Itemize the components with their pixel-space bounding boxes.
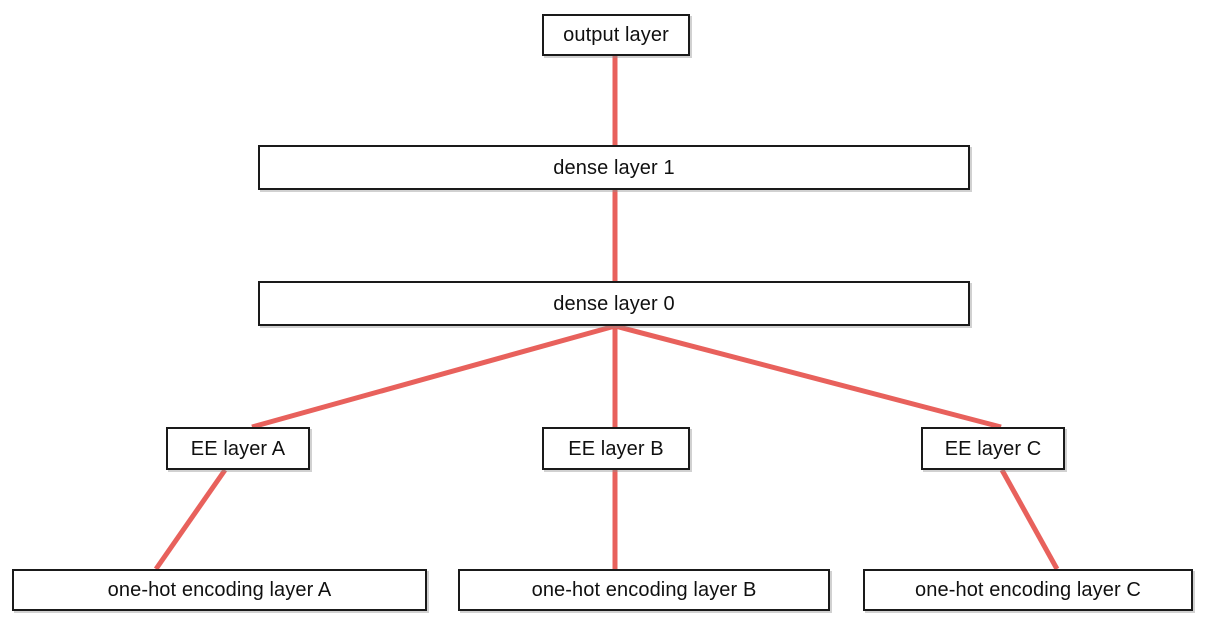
node-ee_a[interactable]: EE layer A [166, 427, 310, 470]
node-onehot_a[interactable]: one-hot encoding layer A [12, 569, 427, 611]
node-ee_c[interactable]: EE layer C [921, 427, 1065, 470]
node-label-onehot_c: one-hot encoding layer C [915, 579, 1141, 601]
node-onehot_b[interactable]: one-hot encoding layer B [458, 569, 830, 611]
node-dense1[interactable]: dense layer 1 [258, 145, 970, 190]
node-onehot_c[interactable]: one-hot encoding layer C [863, 569, 1193, 611]
node-ee_b[interactable]: EE layer B [542, 427, 690, 470]
edge-ee_c-dense0 [614, 323, 1002, 430]
node-label-ee_a: EE layer A [190, 437, 286, 460]
edge-onehot_a-ee_a [153, 468, 228, 571]
node-label-onehot_b: one-hot encoding layer B [531, 579, 757, 601]
edge-onehot_c-ee_c [999, 468, 1060, 571]
node-label-dense1: dense layer 1 [553, 156, 675, 179]
edge-ee_a-dense0 [251, 323, 616, 430]
node-dense0[interactable]: dense layer 0 [258, 281, 970, 326]
node-label-ee_b: EE layer B [568, 437, 664, 460]
node-label-dense0: dense layer 0 [553, 292, 675, 315]
node-label-output: output layer [563, 24, 669, 46]
node-label-onehot_a: one-hot encoding layer A [107, 579, 332, 601]
node-label-ee_c: EE layer C [944, 437, 1042, 460]
node-output[interactable]: output layer [542, 14, 690, 56]
